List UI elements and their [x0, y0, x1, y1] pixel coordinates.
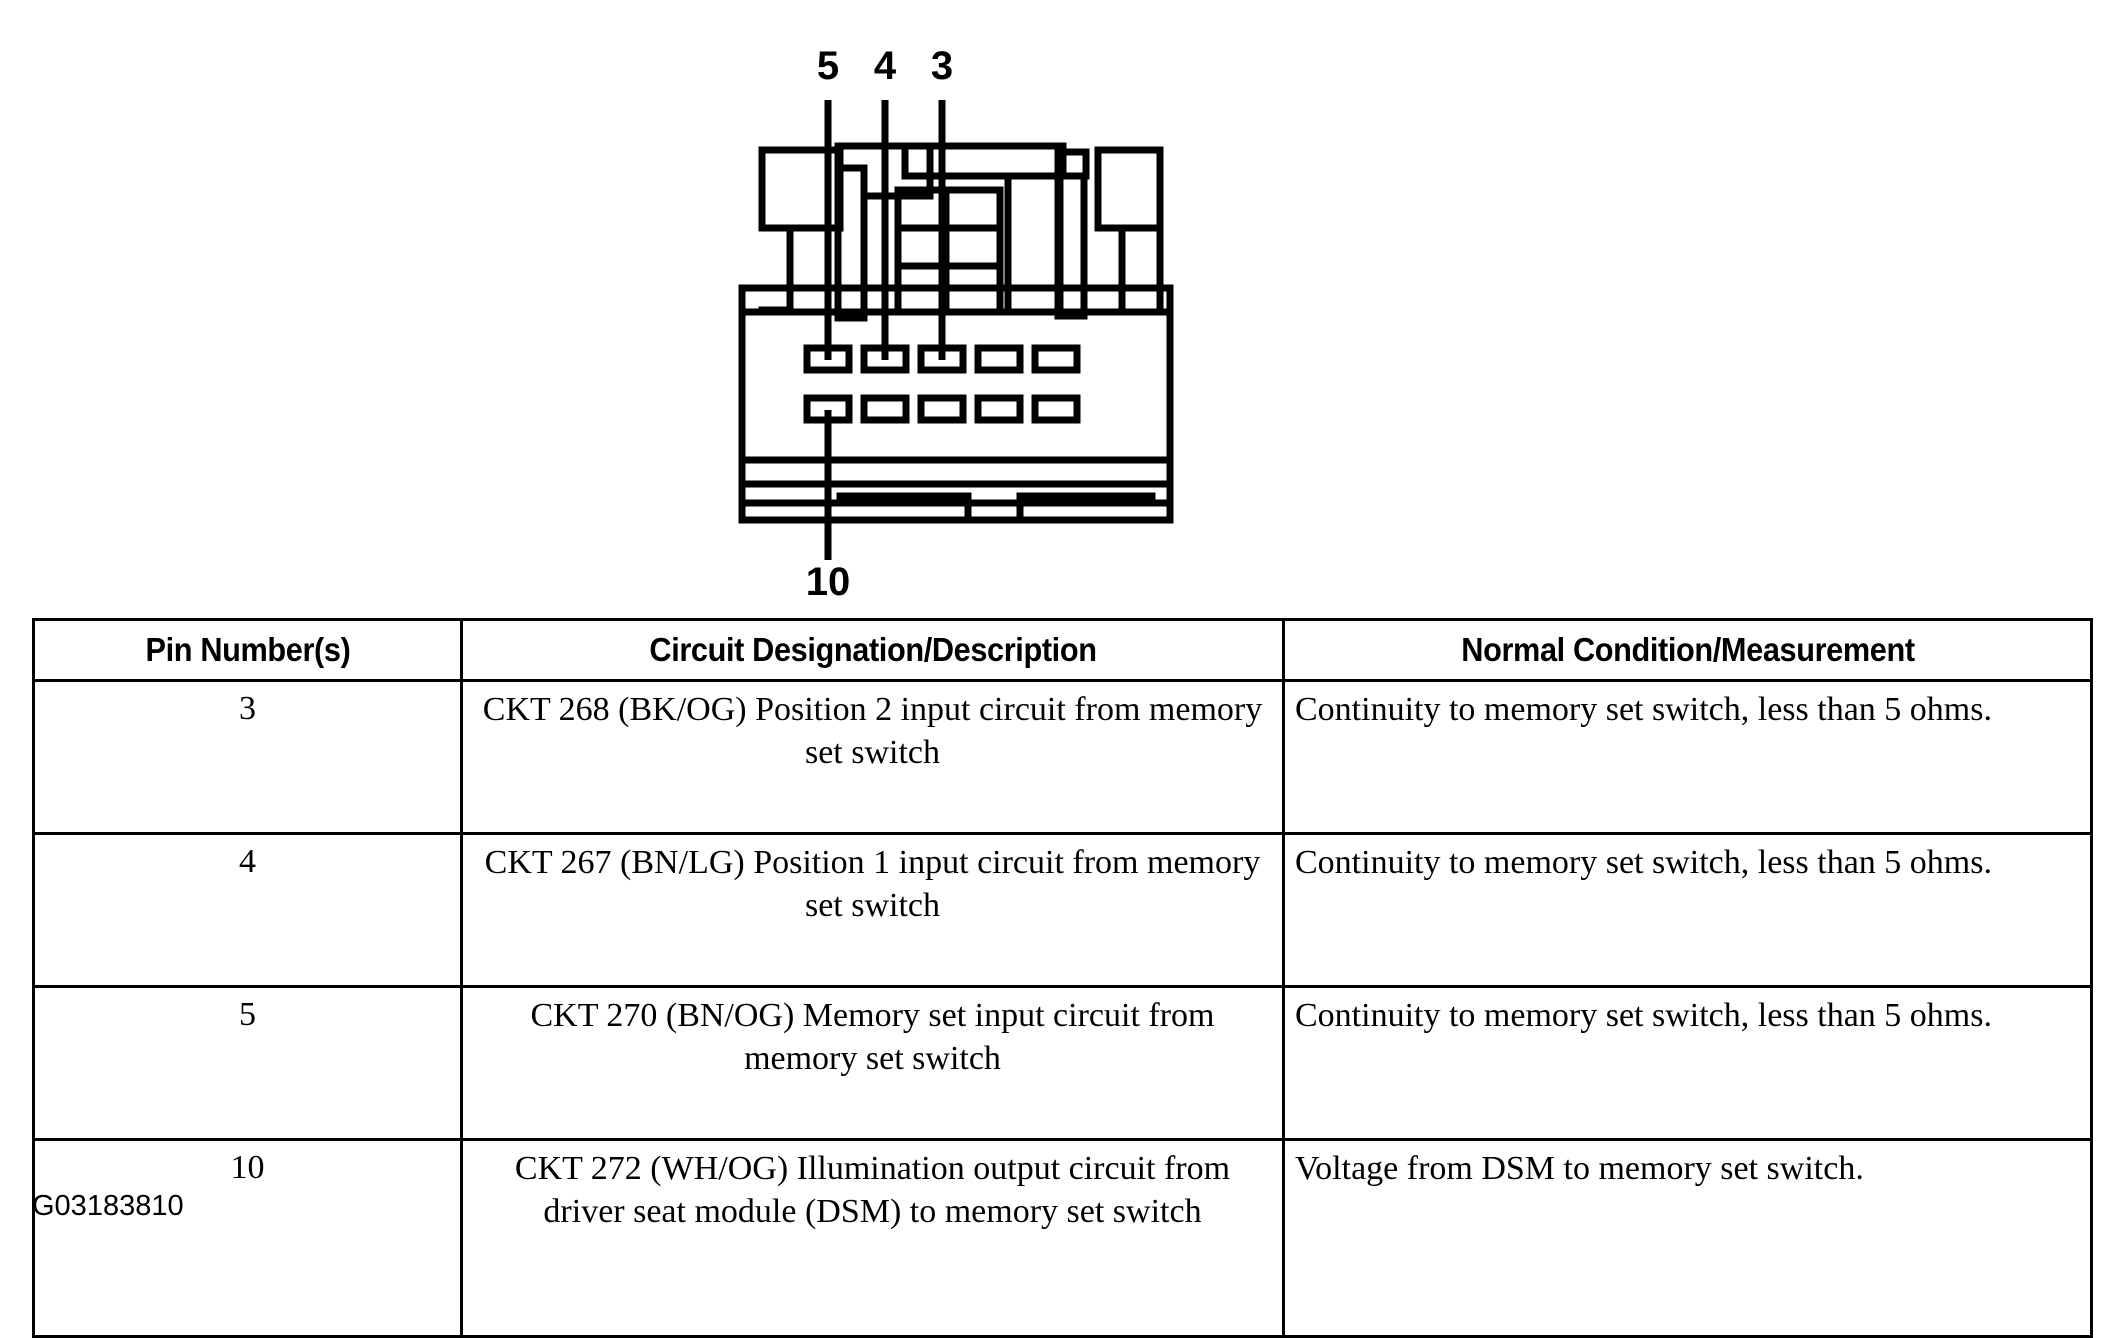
figure-id-label: G03183810: [32, 1190, 184, 1222]
cell-description: CKT 270 (BN/OG) Memory set input circuit…: [460, 985, 1285, 1141]
cell-measurement: Voltage from DSM to memory set switch.: [1282, 1138, 2093, 1338]
cell-measurement: Continuity to memory set switch, less th…: [1282, 679, 2093, 835]
right-center-block: [1004, 172, 1064, 316]
cell-pin-number: 4: [32, 832, 463, 988]
bottom-foot-left: [836, 492, 972, 524]
cell-pin-number: 3: [32, 679, 463, 835]
callout-label-4: 4: [873, 44, 897, 88]
cell-description: CKT 267 (BN/LG) Position 1 input circuit…: [460, 832, 1285, 988]
cell-description: CKT 268 (BK/OG) Position 2 input circuit…: [460, 679, 1285, 835]
connector-outline: [738, 142, 1174, 524]
cavity-bottom-5: [1031, 394, 1081, 424]
cavity-top-5: [1031, 344, 1081, 374]
callout-label-5: 5: [816, 44, 840, 88]
connector-figure: 5 4 3 10: [0, 0, 2123, 604]
right-keyway-head: [1054, 148, 1090, 180]
callout-label-3: 3: [930, 44, 954, 88]
cell-measurement: Continuity to memory set switch, less th…: [1282, 985, 2093, 1141]
left-keyway-slot: [834, 164, 868, 322]
pin-description-table: Pin Number(s) Circuit Designation/Descri…: [32, 618, 2093, 1338]
table-row: 5 CKT 270 (BN/OG) Memory set input circu…: [32, 985, 2093, 1141]
cell-description: CKT 272 (WH/OG) Illumination output circ…: [460, 1138, 1285, 1338]
callout-label-10: 10: [805, 560, 851, 604]
table-header-row: Pin Number(s) Circuit Designation/Descri…: [34, 618, 2092, 682]
bottom-foot-right: [1016, 492, 1156, 524]
table-row: 3 CKT 268 (BK/OG) Position 2 input circu…: [32, 679, 2093, 835]
table-row: 10 CKT 272 (WH/OG) Illumination output c…: [32, 1138, 2093, 1338]
bottom-base: [738, 480, 1174, 524]
connector-body: [738, 284, 1174, 507]
cavity-top-4: [974, 344, 1024, 374]
leader-lines: [824, 100, 946, 560]
cavity-bottom-2: [860, 394, 910, 424]
cavity-bottom-4: [974, 394, 1024, 424]
connector-drawing: [738, 100, 1174, 560]
table-row: 4 CKT 267 (BN/LG) Position 1 input circu…: [32, 832, 2093, 988]
header-circuit-designation: Circuit Designation/Description: [488, 618, 1257, 682]
cell-measurement: Continuity to memory set switch, less th…: [1282, 832, 2093, 988]
right-outer-tab-top: [1094, 146, 1164, 232]
cell-pin-number: 10: [32, 1138, 463, 1338]
header-normal-condition: Normal Condition/Measurement: [1310, 618, 2065, 682]
cell-pin-number: 5: [32, 985, 463, 1141]
cavity-bottom-3: [917, 394, 967, 424]
right-keyway-slot: [1054, 172, 1088, 320]
header-pin-number: Pin Number(s): [47, 618, 448, 682]
